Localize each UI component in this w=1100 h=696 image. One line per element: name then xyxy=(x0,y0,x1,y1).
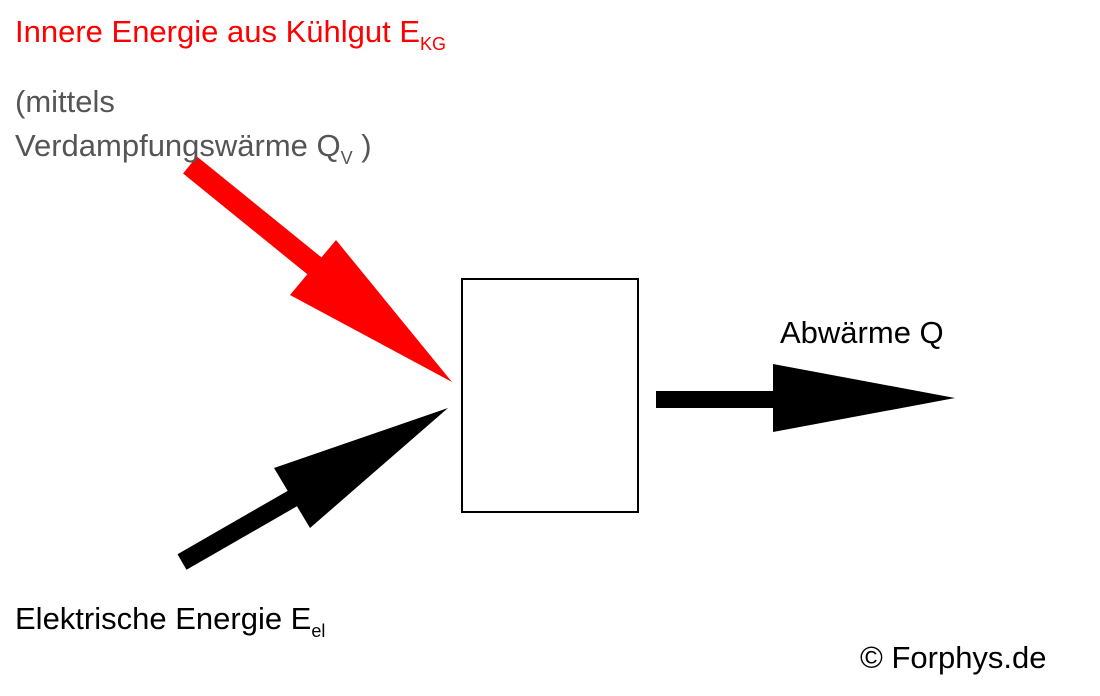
refrigerator-box xyxy=(461,278,639,513)
copyright-label: © Forphys.de xyxy=(860,640,1047,675)
black-arrow-electric-energy xyxy=(177,408,448,570)
label-text: ) xyxy=(352,128,372,163)
internal-energy-label: Innere Energie aus Kühlgut EKG xyxy=(15,16,446,53)
electric-energy-label: Elektrische Energie Eel xyxy=(15,603,325,640)
red-arrow-internal-energy xyxy=(183,156,452,382)
label-subscript: el xyxy=(311,621,326,641)
waste-heat-label: Abwärme Q xyxy=(780,315,944,350)
via-line-1: (mittels xyxy=(15,84,115,119)
black-arrow-waste-heat xyxy=(656,364,955,432)
via-line-2: Verdampfungswärme QV ) xyxy=(15,130,372,167)
label-text: Elektrische Energie E xyxy=(15,601,312,636)
label-subscript: V xyxy=(340,148,353,168)
label-subscript: KG xyxy=(420,34,447,54)
label-text: Verdampfungswärme Q xyxy=(15,128,341,163)
label-text: Innere Energie aus Kühlgut E xyxy=(15,14,420,49)
